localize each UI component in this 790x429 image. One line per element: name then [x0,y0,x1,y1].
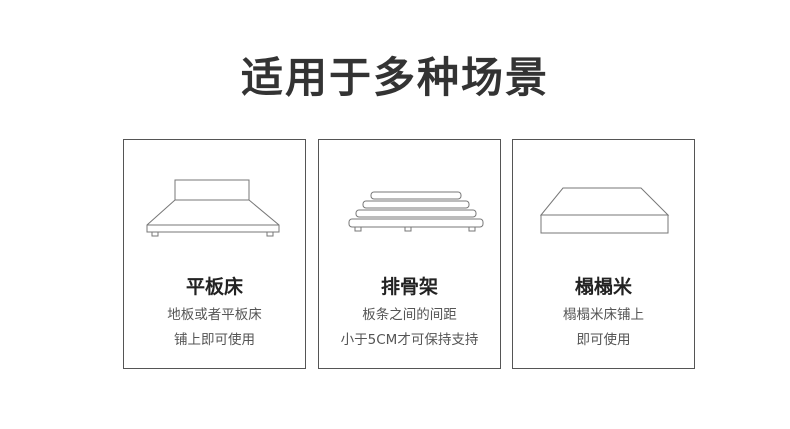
page-title: 适用于多种场景 [240,53,549,102]
desc-line: 铺上即可使用 [174,332,255,348]
platform-bed-icon [146,179,280,237]
desc-line: 小于5CM才可保持支持 [340,332,479,348]
card-platform-bed: 平板床 地板或者平板床 铺上即可使用 [123,139,306,369]
desc-line: 即可使用 [576,332,631,348]
card-slatted-frame: 排骨架 板条之间的间距 小于5CM才可保持支持 [318,139,501,369]
card-title: 榻榻米 [574,276,632,298]
card-description: 榻榻米床铺上 即可使用 [513,303,694,353]
card-title: 平板床 [185,276,243,298]
desc-line: 榻榻米床铺上 [563,307,644,323]
card-description: 地板或者平板床 铺上即可使用 [124,303,305,353]
tatami-mat-icon [539,187,670,234]
card-title: 排骨架 [380,276,438,298]
slatted-bed-frame-icon [348,191,484,232]
card-description: 板条之间的间距 小于5CM才可保持支持 [319,303,500,353]
card-tatami: 榻榻米 榻榻米床铺上 即可使用 [512,139,695,369]
desc-line: 板条之间的间距 [362,307,457,323]
desc-line: 地板或者平板床 [167,307,262,323]
